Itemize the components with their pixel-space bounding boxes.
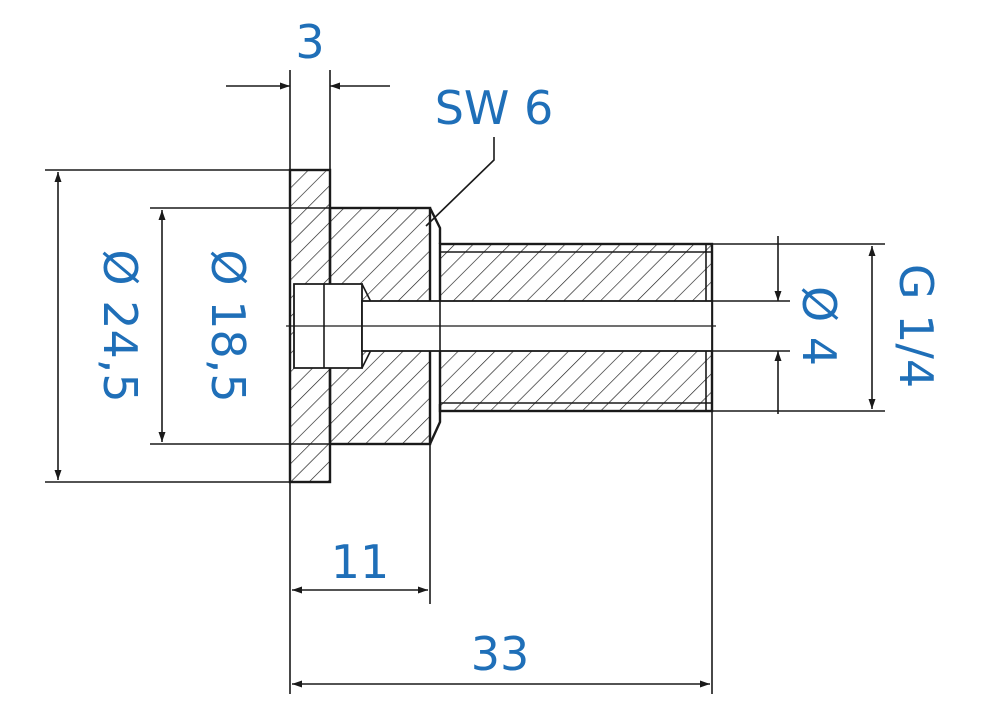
label-head-diameter: Ø 18,5 [201, 249, 255, 402]
label-outer-diameter: Ø 24,5 [93, 249, 147, 402]
fitting-body [286, 168, 716, 484]
label-thread: G 1/4 [889, 264, 943, 388]
dimension-labels: 3 SW 6 Ø 24,5 Ø 18,5 Ø 4 G 1/4 11 33 [93, 15, 943, 681]
sw6-leader [425, 137, 495, 227]
label-total-length: 33 [471, 627, 530, 681]
label-flange-thickness: 3 [295, 15, 324, 69]
dimension-lines [54, 82, 876, 688]
label-wrench-size: SW 6 [435, 81, 554, 135]
label-head-length: 11 [331, 535, 390, 589]
label-bore-diameter: Ø 4 [792, 286, 846, 366]
